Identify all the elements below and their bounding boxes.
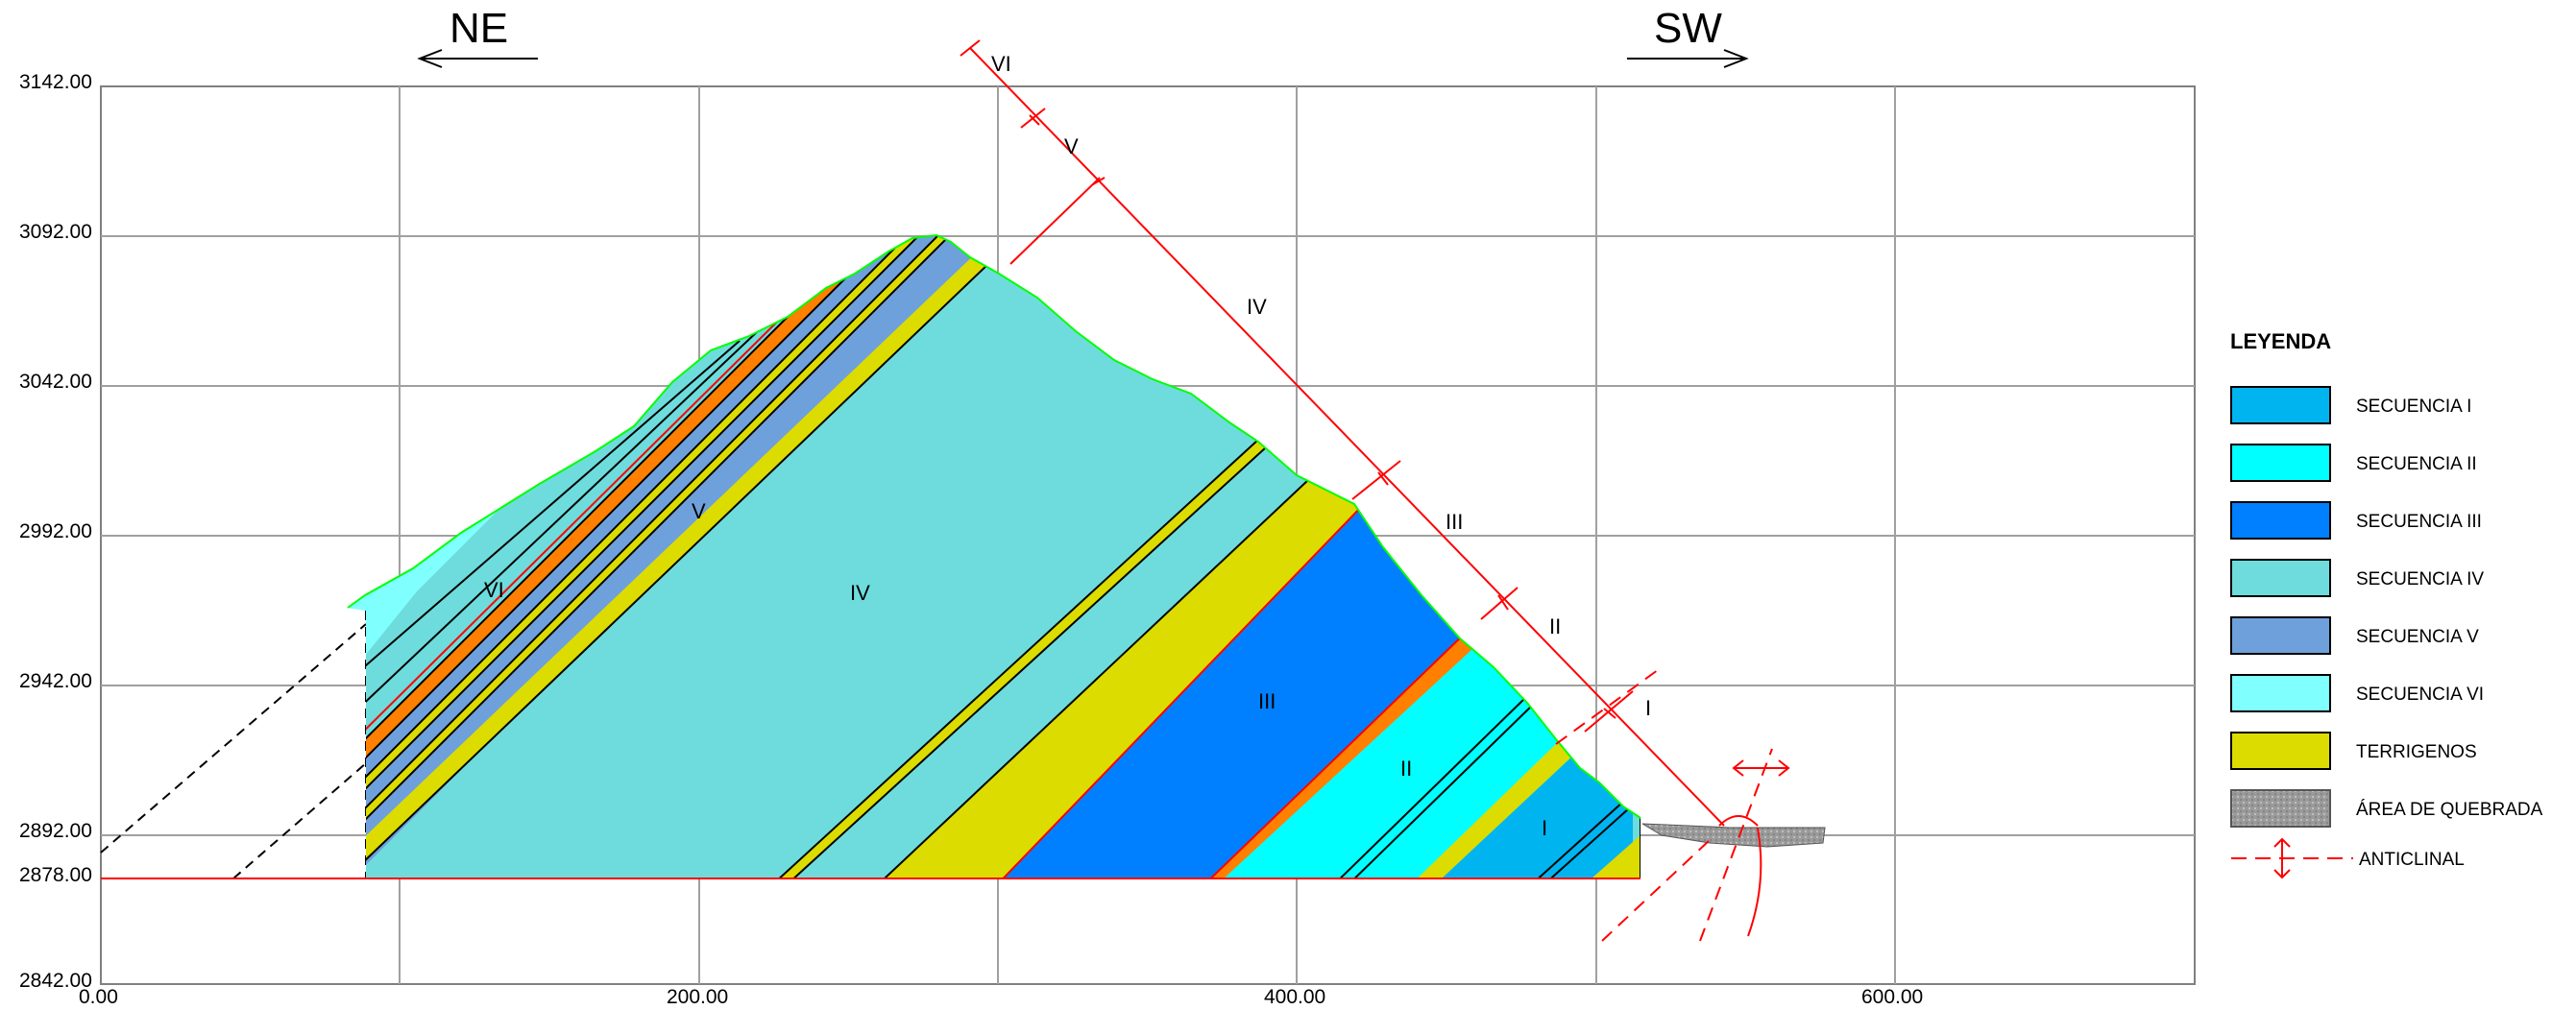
legend-label: ANTICLINAL bbox=[2359, 850, 2465, 870]
legend-title: LEYENDA bbox=[2230, 329, 2331, 353]
sequence-label: III bbox=[1258, 689, 1276, 713]
arrow-right-icon bbox=[1627, 49, 1749, 68]
legend-label: ÁREA DE QUEBRADA bbox=[2356, 800, 2543, 820]
y-tick-label: 3092.00 bbox=[19, 221, 92, 243]
legend-label: SECUENCIA VI bbox=[2356, 685, 2484, 705]
stratum-band bbox=[348, 235, 985, 818]
cut-label: VI bbox=[991, 52, 1011, 76]
topographic-surface bbox=[347, 233, 1641, 819]
sequence-label: IV bbox=[850, 581, 870, 605]
stratum-terrigenos bbox=[1575, 835, 1640, 878]
legend-swatch-secuencia-vi bbox=[2230, 674, 2331, 712]
legend-swatch-secuencia-i bbox=[2230, 386, 2331, 424]
cut-label: IV bbox=[1247, 295, 1267, 319]
stratum-band bbox=[1196, 629, 1484, 878]
stratum-band bbox=[348, 235, 995, 837]
direction-ne-label: NE bbox=[450, 5, 508, 52]
stratum-band bbox=[764, 440, 1266, 878]
section-cut-labels: VI V IV III II I bbox=[991, 52, 1651, 720]
cut-label: III bbox=[1446, 510, 1463, 534]
legend-swatch-area-de-quebrada bbox=[2230, 789, 2331, 828]
legend-label: TERRIGENOS bbox=[2356, 742, 2477, 762]
sequence-labels: VI V IV III II I bbox=[484, 499, 1547, 840]
cut-label: I bbox=[1645, 696, 1651, 720]
anticline-legend-icon bbox=[2231, 837, 2353, 879]
stratum-band bbox=[348, 235, 980, 806]
legend-swatch-secuencia-iii bbox=[2230, 501, 2331, 540]
sequence-label: V bbox=[692, 499, 706, 523]
stratum-band bbox=[348, 235, 1001, 849]
stratum-terrigenos bbox=[869, 480, 1364, 878]
legend-label: SECUENCIA I bbox=[2356, 397, 2471, 417]
sequence-label: I bbox=[1542, 816, 1547, 840]
stratum-terrigenos bbox=[1402, 739, 1575, 878]
legend-swatch-terrigenos bbox=[2230, 732, 2331, 770]
x-tick-label: 0.00 bbox=[79, 986, 118, 1008]
x-axis-labels: 0.00 200.00 400.00 600.00 bbox=[79, 986, 1923, 1008]
x-tick-label: 600.00 bbox=[1861, 986, 1923, 1008]
y-tick-label: 2942.00 bbox=[19, 670, 92, 692]
x-tick-label: 200.00 bbox=[667, 986, 728, 1008]
y-tick-label: 3142.00 bbox=[19, 71, 92, 93]
sequence-label: II bbox=[1400, 757, 1412, 781]
legend: LEYENDA SECUENCIA I SECUENCIA II SECUENC… bbox=[2230, 329, 2543, 879]
arrow-left-icon bbox=[417, 49, 538, 68]
measured-section-line bbox=[960, 39, 1725, 827]
legend-swatch-secuencia-iv bbox=[2230, 559, 2331, 597]
quebrada-area bbox=[1641, 823, 1826, 848]
y-axis-labels: 3142.00 3092.00 3042.00 2992.00 2942.00 … bbox=[19, 71, 92, 992]
legend-label: SECUENCIA II bbox=[2356, 454, 2477, 474]
legend-label: SECUENCIA IV bbox=[2356, 569, 2484, 589]
stratum-band bbox=[348, 235, 970, 787]
stratum-terrigenos bbox=[348, 235, 1035, 878]
x-tick-label: 400.00 bbox=[1264, 986, 1325, 1008]
stratum-sequence-ii bbox=[1208, 638, 1614, 878]
stratum-sequence-iii bbox=[989, 504, 1479, 878]
cut-label: V bbox=[1064, 134, 1079, 158]
cut-label: II bbox=[1549, 614, 1561, 638]
y-tick-label: 2878.00 bbox=[19, 864, 92, 886]
sequence-label: VI bbox=[484, 578, 504, 602]
stratum-sequence-i bbox=[1426, 754, 1633, 878]
direction-indicators: NE SW bbox=[417, 5, 1749, 68]
y-tick-label: 3042.00 bbox=[19, 371, 92, 393]
y-tick-label: 2892.00 bbox=[19, 820, 92, 842]
legend-label: SECUENCIA III bbox=[2356, 512, 2482, 532]
legend-swatch-secuencia-v bbox=[2230, 616, 2331, 655]
y-tick-label: 2992.00 bbox=[19, 520, 92, 542]
y-tick-label: 2842.00 bbox=[19, 970, 92, 992]
direction-sw-label: SW bbox=[1654, 5, 1722, 52]
legend-swatch-secuencia-ii bbox=[2230, 444, 2331, 482]
legend-label: SECUENCIA V bbox=[2356, 627, 2479, 647]
